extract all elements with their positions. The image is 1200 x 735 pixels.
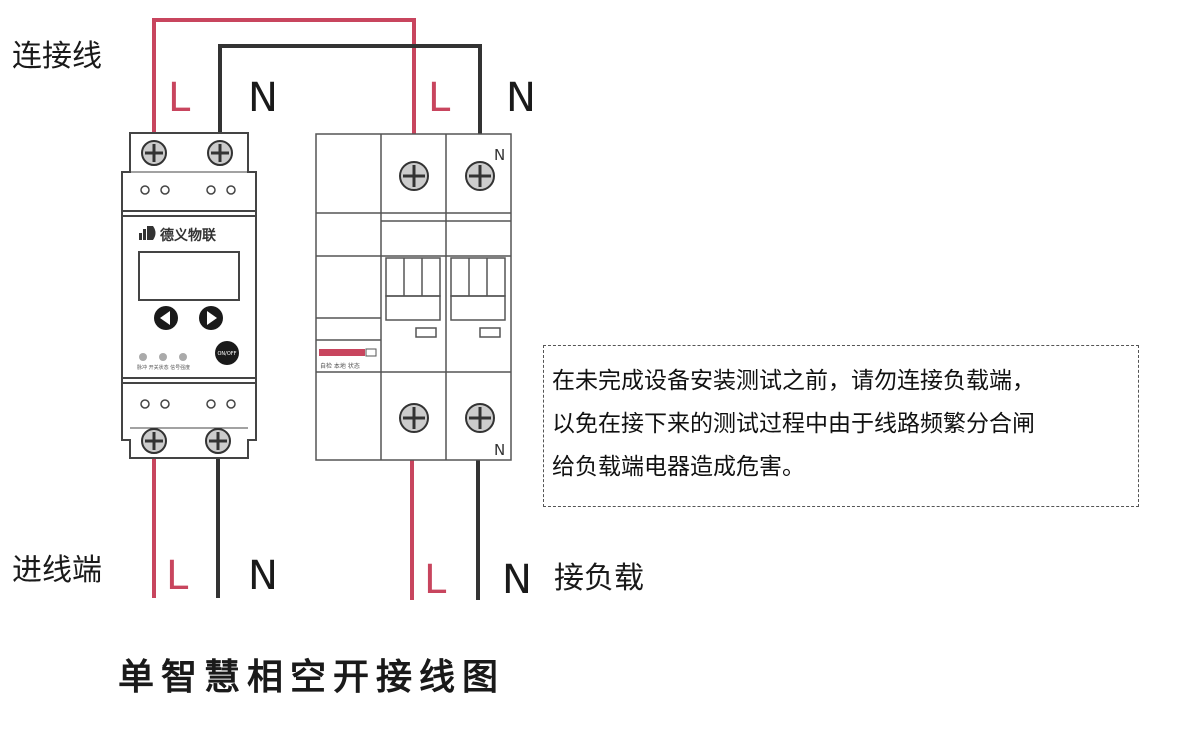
label-neutral-top-left: N xyxy=(248,75,278,121)
label-live-bottom-left: L xyxy=(166,553,189,599)
left-arrow-button[interactable] xyxy=(154,306,178,330)
breaker-status-bar xyxy=(319,349,365,356)
onoff-label: ON/OFF xyxy=(217,351,236,357)
screw-icon xyxy=(141,140,167,166)
right-arrow-button[interactable] xyxy=(199,306,223,330)
note-line: 以免在接下来的测试过程中由于线路频繁分合闸 xyxy=(552,411,1035,437)
diagram-caption: 单智慧相空开接线图 xyxy=(118,657,506,698)
screw-icon xyxy=(141,428,167,454)
label-live-top-left: L xyxy=(168,75,191,121)
meter-screen xyxy=(138,251,240,301)
led-indicator xyxy=(139,353,147,361)
breaker-status-labels: 自检 本地 状态 xyxy=(320,362,360,370)
note-line: 在未完成设备安装测试之前，请勿连接负载端， xyxy=(552,368,1035,394)
label-neutral-bottom-right: N xyxy=(502,557,532,603)
label-neutral-bottom-left: N xyxy=(248,553,278,599)
screw-icon xyxy=(465,403,495,433)
led-labels: 脉冲 开关状态 信号强度 xyxy=(137,364,190,371)
led-indicator xyxy=(179,353,187,361)
screw-icon xyxy=(399,403,429,433)
screw-icon xyxy=(399,161,429,191)
warning-note: 在未完成设备安装测试之前，请勿连接负载端， 以免在接下来的测试过程中由于线路频繁… xyxy=(543,345,1139,507)
label-connect-wire: 连接线 xyxy=(12,39,102,74)
label-live-bottom-right: L xyxy=(424,557,447,603)
screw-icon xyxy=(205,428,231,454)
label-neutral-top-right: N xyxy=(506,75,536,121)
label-input-end: 进线端 xyxy=(12,553,102,588)
label-live-top-right: L xyxy=(428,75,451,121)
breaker-terminal-n-bottom: N xyxy=(494,441,505,459)
neutral-wire-top xyxy=(218,44,482,175)
screw-icon xyxy=(207,140,233,166)
note-line: 给负载端电器造成危害。 xyxy=(552,454,805,480)
meter-brand: 德义物联 xyxy=(160,227,217,244)
label-load-end: 接负载 xyxy=(554,561,644,596)
live-wire-top xyxy=(152,18,416,175)
brand-logo-icon xyxy=(139,226,156,240)
breaker-terminal-n-top: N xyxy=(494,146,505,164)
screw-icon xyxy=(465,161,495,191)
led-indicator xyxy=(159,353,167,361)
onoff-button[interactable]: ON/OFF xyxy=(215,341,239,365)
smart-meter xyxy=(121,132,257,459)
